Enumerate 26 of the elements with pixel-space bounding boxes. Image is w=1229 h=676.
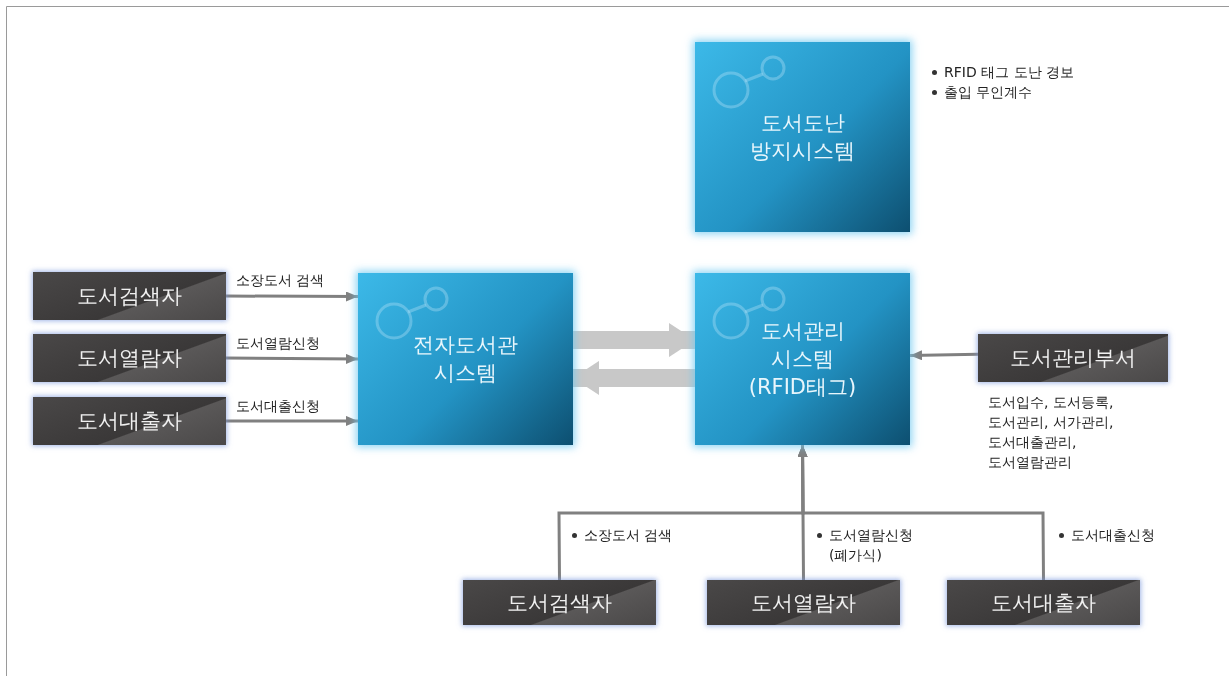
box-label: 도서관리 시스템 (RFID태그) [747, 318, 858, 401]
note-text: 도서입수, 도서등록, 도서관리, 서가관리, 도서대출관리, 도서열람관리 [988, 393, 1115, 472]
edge-label: 소장도서 검색 [584, 527, 673, 543]
box-label: 전자도서관 시스템 [412, 332, 519, 387]
arrow [226, 291, 358, 302]
box-label: 도서도난 방지시스템 [749, 110, 856, 165]
actor-box: 도서관리부서 [978, 334, 1168, 382]
actor-box: 도서대출자 [947, 580, 1140, 625]
bullet-note: 출입 무인계수 [944, 84, 1033, 100]
edge-label: 도서대출신청 [1071, 527, 1155, 543]
block-arrow [573, 323, 695, 358]
actor-box: 도서검색자 [33, 272, 226, 320]
block-arrow [573, 360, 695, 395]
arrow [909, 350, 979, 361]
system-box [695, 42, 910, 232]
bullet-note: RFID 태그 도난 경보 [944, 64, 1075, 80]
arrow [226, 415, 358, 426]
arrow [797, 445, 1045, 580]
edge-label: 도서열람신청 (폐가식) [829, 527, 913, 563]
actor-box: 도서대출자 [33, 397, 226, 445]
system-box [358, 273, 573, 445]
actor-box: 도서열람자 [33, 334, 226, 382]
arrow [226, 353, 358, 364]
actor-box: 도서검색자 [463, 580, 656, 625]
actor-box: 도서열람자 [707, 580, 900, 625]
system-box [695, 273, 910, 445]
